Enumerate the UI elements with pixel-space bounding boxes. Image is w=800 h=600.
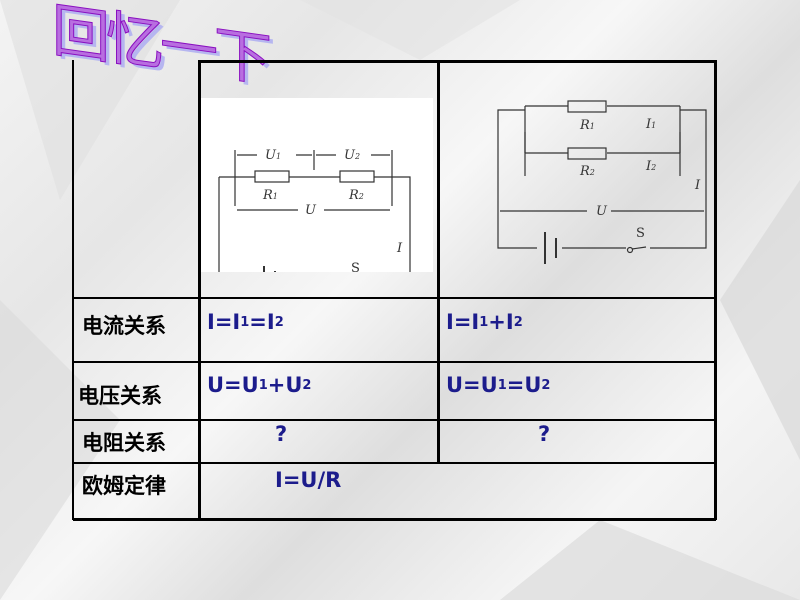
svg-text:R1: R1 (579, 118, 595, 133)
svg-text:S: S (351, 261, 360, 272)
series-circuit-diagram: U1 U2 R1 R2 U I S (201, 98, 433, 272)
svg-text:U1: U1 (265, 148, 281, 163)
table-border (73, 361, 716, 363)
table-border (72, 60, 74, 520)
svg-text:I: I (694, 178, 701, 193)
svg-text:I1: I1 (645, 117, 656, 132)
table-border (73, 297, 716, 299)
row-label-voltage: 电压关系 (78, 384, 162, 408)
svg-text:R2: R2 (579, 164, 595, 179)
table-border (73, 419, 716, 421)
table-border (73, 518, 716, 521)
series-resistance-unknown: ? (275, 422, 288, 446)
table-border (714, 60, 717, 520)
table-border (198, 60, 716, 63)
svg-text:I: I (396, 241, 403, 256)
svg-text:U2: U2 (344, 148, 360, 163)
ohms-law-formula: I=U/R (275, 468, 342, 492)
svg-text:U: U (305, 203, 317, 218)
row-label-ohms-law: 欧姆定律 (82, 474, 166, 498)
table-border (73, 462, 716, 464)
svg-text:U: U (596, 204, 608, 219)
svg-text:R1: R1 (262, 188, 278, 203)
parallel-circuit-diagram: R1 R2 I1 I2 I U S (497, 100, 707, 264)
row-label-current: 电流关系 (82, 314, 166, 338)
table-border (437, 60, 440, 463)
svg-text:S: S (636, 226, 645, 241)
parallel-resistance-unknown: ? (538, 422, 551, 446)
svg-text:I2: I2 (645, 159, 656, 174)
table-border (198, 60, 201, 520)
row-label-resistance: 电阻关系 (82, 431, 166, 455)
svg-text:R2: R2 (348, 188, 364, 203)
